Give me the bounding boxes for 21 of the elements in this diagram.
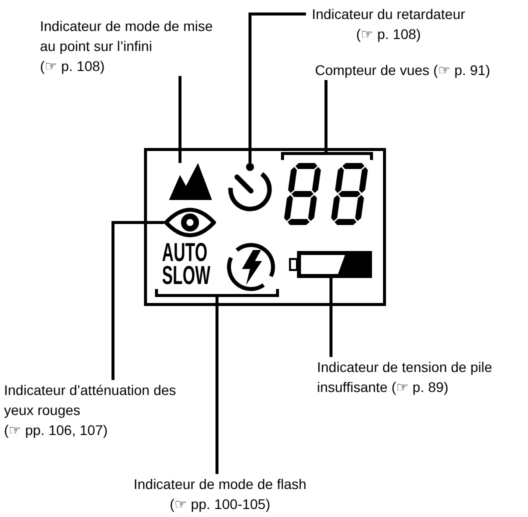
page-reference: (☞ pp. 100-105) <box>169 495 271 514</box>
page-reference: (☞ p. 108) <box>356 25 422 44</box>
callout-label: Indicateur du retardateur <box>311 5 466 24</box>
leader-line <box>330 278 332 357</box>
callout-label: Compteur de vues (☞ p. 91) <box>315 60 492 80</box>
callout-label: Indicateur de mode de mise au point sur l’infini <box>40 17 214 56</box>
leader-line <box>216 297 218 474</box>
battery-icon <box>289 251 372 278</box>
leader-line <box>324 80 328 152</box>
leader-line <box>248 12 306 163</box>
leader-line <box>178 76 182 163</box>
callout-label: Indicateur d’atténuation des yeux rouges <box>4 381 178 420</box>
mode-text: AUTO SLOW <box>162 241 210 287</box>
page-reference: (☞ p. 108) <box>40 57 106 76</box>
page-reference: (☞ pp. 106, 107) <box>4 421 109 440</box>
leader-line <box>112 221 164 380</box>
eye-icon <box>164 207 216 238</box>
callout-label: Indicateur de tension de pile insuffisante (☞ p. 89) <box>317 357 494 397</box>
self-timer-icon <box>227 163 273 212</box>
mountain-icon <box>169 163 212 200</box>
callout-label: Indicateur de mode de flash <box>133 475 307 494</box>
